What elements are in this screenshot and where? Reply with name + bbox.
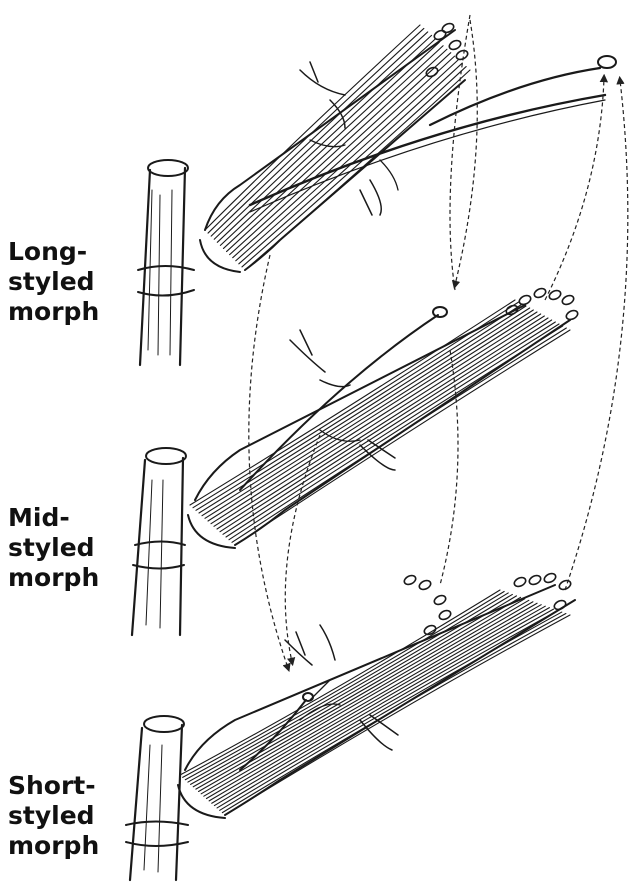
short-styled-calyx <box>178 572 575 818</box>
arrow-to-long-stigma-b <box>565 80 628 590</box>
long-styled-stigma <box>598 56 616 68</box>
short-styled-label: Short- styled morph <box>8 771 99 861</box>
short-styled-label-line-1: Short- <box>8 771 99 801</box>
long-styled-calyx <box>200 22 470 272</box>
short-styled-stem <box>126 716 188 880</box>
mid-styled-stigma <box>433 307 447 317</box>
mid-styled-label-line-2: styled <box>8 533 99 563</box>
mid-styled-flower <box>132 287 579 635</box>
long-styled-stem <box>138 160 194 365</box>
short-styled-label-line-3: morph <box>8 831 99 861</box>
mid-styled-style <box>240 307 447 490</box>
mid-styled-label-line-1: Mid- <box>8 503 99 533</box>
long-styled-style <box>250 56 616 212</box>
mid-styled-label-line-3: morph <box>8 563 99 593</box>
long-styled-label-line-2: styled <box>8 267 99 297</box>
long-styled-label-line-1: Long- <box>8 237 99 267</box>
mid-styled-calyx <box>188 287 579 548</box>
short-styled-label-line-2: styled <box>8 801 99 831</box>
short-styled-flower <box>126 572 575 880</box>
long-styled-label: Long- styled morph <box>8 237 99 327</box>
long-styled-flower <box>138 22 616 365</box>
arrow-to-long-stigma-a <box>545 78 604 300</box>
mid-styled-stem <box>132 448 186 635</box>
short-styled-stigma <box>303 693 313 701</box>
short-styled-petals <box>285 625 398 750</box>
mid-styled-label: Mid- styled morph <box>8 503 99 593</box>
long-styled-label-line-3: morph <box>8 297 99 327</box>
